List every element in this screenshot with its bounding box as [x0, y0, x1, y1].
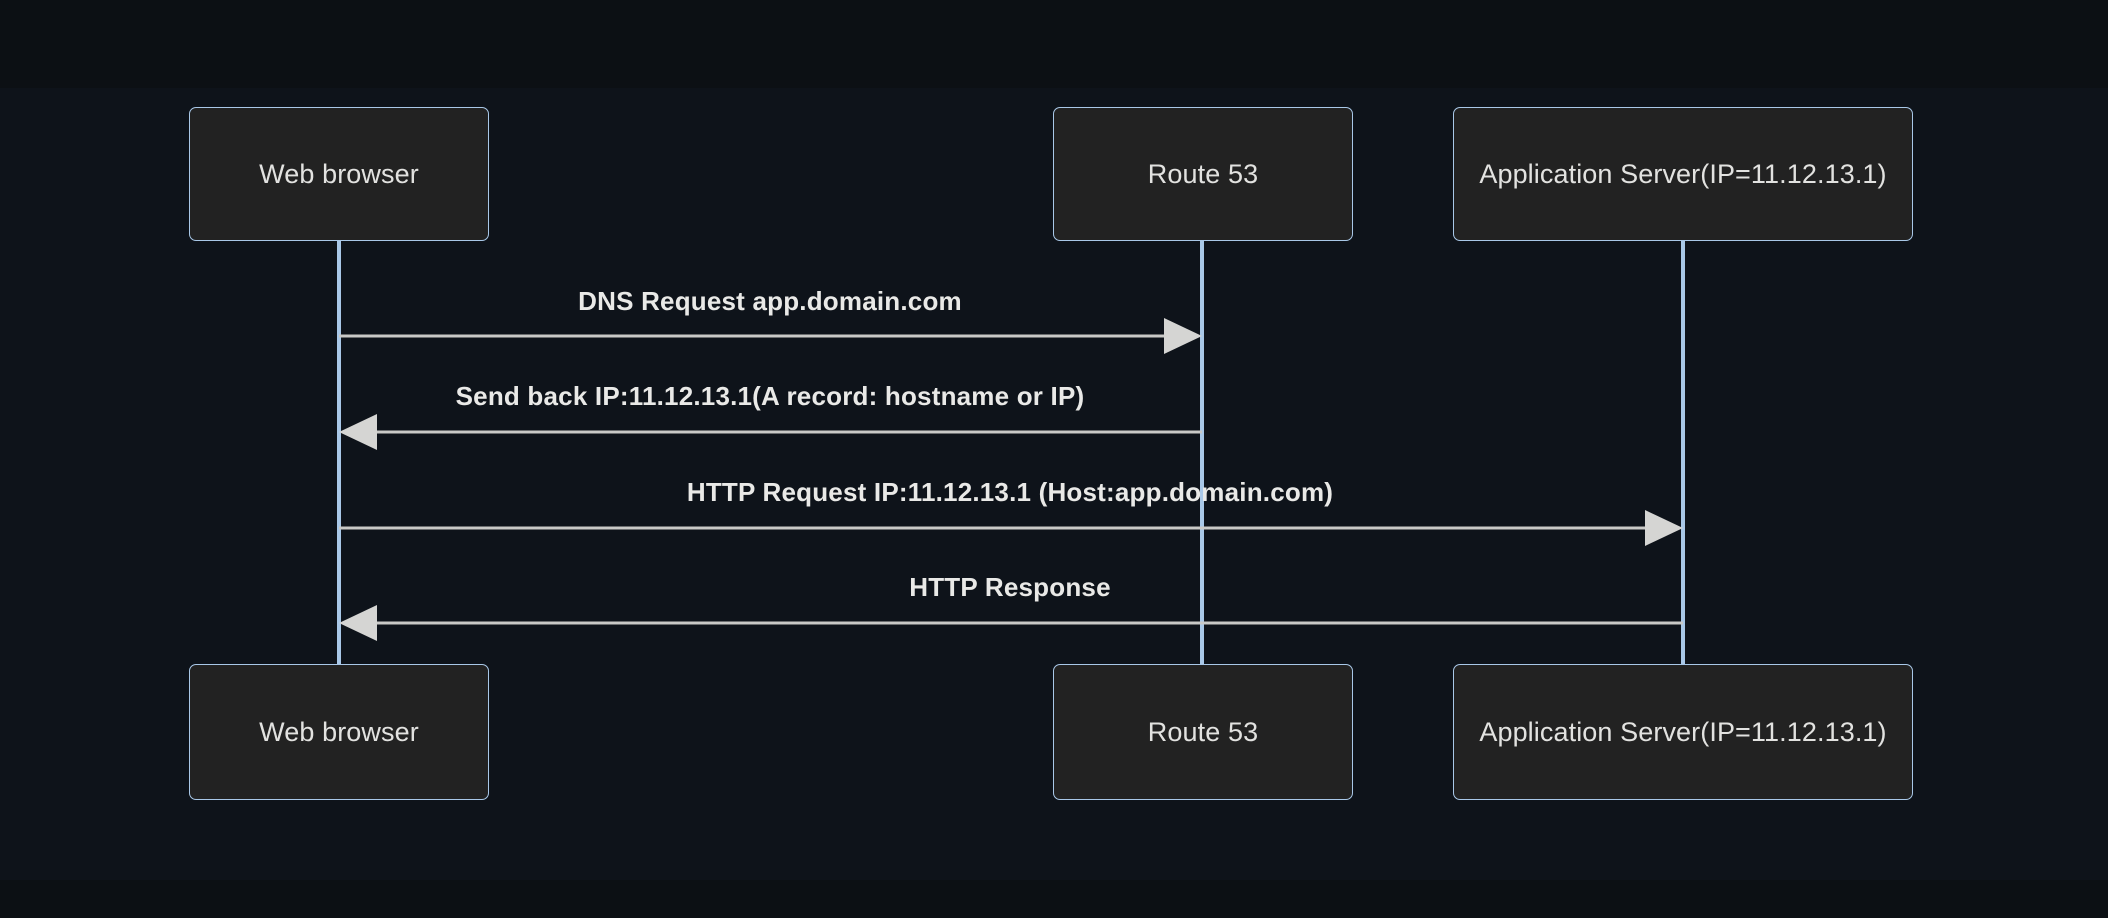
message-arrowhead-2 — [339, 414, 377, 450]
participant-label: Route 53 — [1147, 158, 1259, 189]
message-label-1: DNS Request app.domain.com — [578, 286, 962, 316]
message-label-4: HTTP Response — [909, 572, 1111, 602]
participant-label: Application Server(IP=11.12.13.1) — [1479, 716, 1887, 747]
participant-label: Application Server(IP=11.12.13.1) — [1479, 158, 1887, 189]
participant-box-bottom-appserver[interactable]: Application Server(IP=11.12.13.1) — [1453, 664, 1913, 800]
participant-box-top-appserver[interactable]: Application Server(IP=11.12.13.1) — [1453, 107, 1913, 241]
participant-box-top-route53[interactable]: Route 53 — [1053, 107, 1353, 241]
participant-box-bottom-route53[interactable]: Route 53 — [1053, 664, 1353, 800]
message-arrowhead-1 — [1164, 318, 1202, 354]
participant-label: Web browser — [259, 716, 419, 747]
participant-box-top-browser[interactable]: Web browser — [189, 107, 489, 241]
participant-box-bottom-browser[interactable]: Web browser — [189, 664, 489, 800]
message-arrowhead-4 — [339, 605, 377, 641]
message-arrowhead-3 — [1645, 510, 1683, 546]
participant-label: Web browser — [259, 158, 419, 189]
participant-label: Route 53 — [1147, 716, 1259, 747]
message-label-2: Send back IP:11.12.13.1(A record: hostna… — [455, 381, 1085, 411]
message-label-3: HTTP Request IP:11.12.13.1 (Host:app.dom… — [686, 477, 1334, 507]
